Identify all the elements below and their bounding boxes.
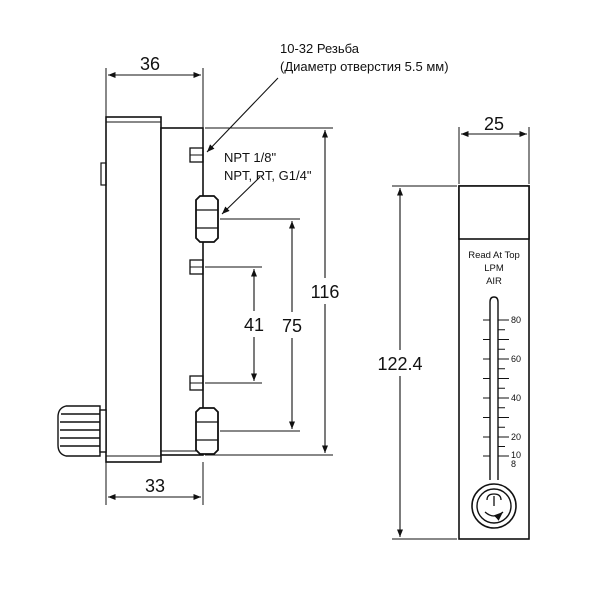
scale-tick-label: 20 [511,432,521,442]
front-view [458,185,530,540]
front-extension-lines [392,127,530,540]
meter-cap [458,185,530,240]
dim-width-top-label: 36 [140,54,160,74]
npt-large-label: NPT, RT, G1/4" [224,168,312,183]
scale-ticks [483,319,509,457]
thread-callout-line1: 10-32 Резьба [280,41,360,56]
scale-tick-label: 60 [511,354,521,364]
scale-labels: 80 60 40 20 108 [511,315,521,469]
scale-tick-label: 10 [511,450,521,460]
port-fitting-top [195,195,219,243]
thread-callout-line2: (Диаметр отверстия 5.5 мм) [280,59,449,74]
scale-tick-label: 40 [511,393,521,403]
dim-mount-spacing-label: 41 [244,315,264,335]
scale-tick-label: 80 [511,315,521,325]
body-block [160,127,204,456]
adjustment-knob [57,405,107,457]
dim-port-spacing-label: 75 [282,316,302,336]
read-at-top-label: Read At Top [468,250,520,261]
port-fitting-bottom [195,407,219,455]
float-window [471,483,517,529]
float-symbol [484,493,504,521]
meter-body [458,185,530,540]
npt-small-label: NPT 1/8" [224,150,276,165]
extension-lines [105,68,333,505]
dim-meter-height-label: 122.4 [377,354,422,374]
dim-height-total-label: 116 [311,282,340,302]
dim-width-bottom-label: 33 [145,476,165,496]
scale-tick-label: 8 [511,459,516,469]
flow-tube [489,296,499,480]
callout-leaders [206,77,279,215]
front-panel [105,116,162,463]
side-view [57,116,219,463]
dim-meter-width-label: 25 [484,114,504,134]
lpm-label: LPM [484,263,504,274]
air-label: AIR [486,276,502,287]
